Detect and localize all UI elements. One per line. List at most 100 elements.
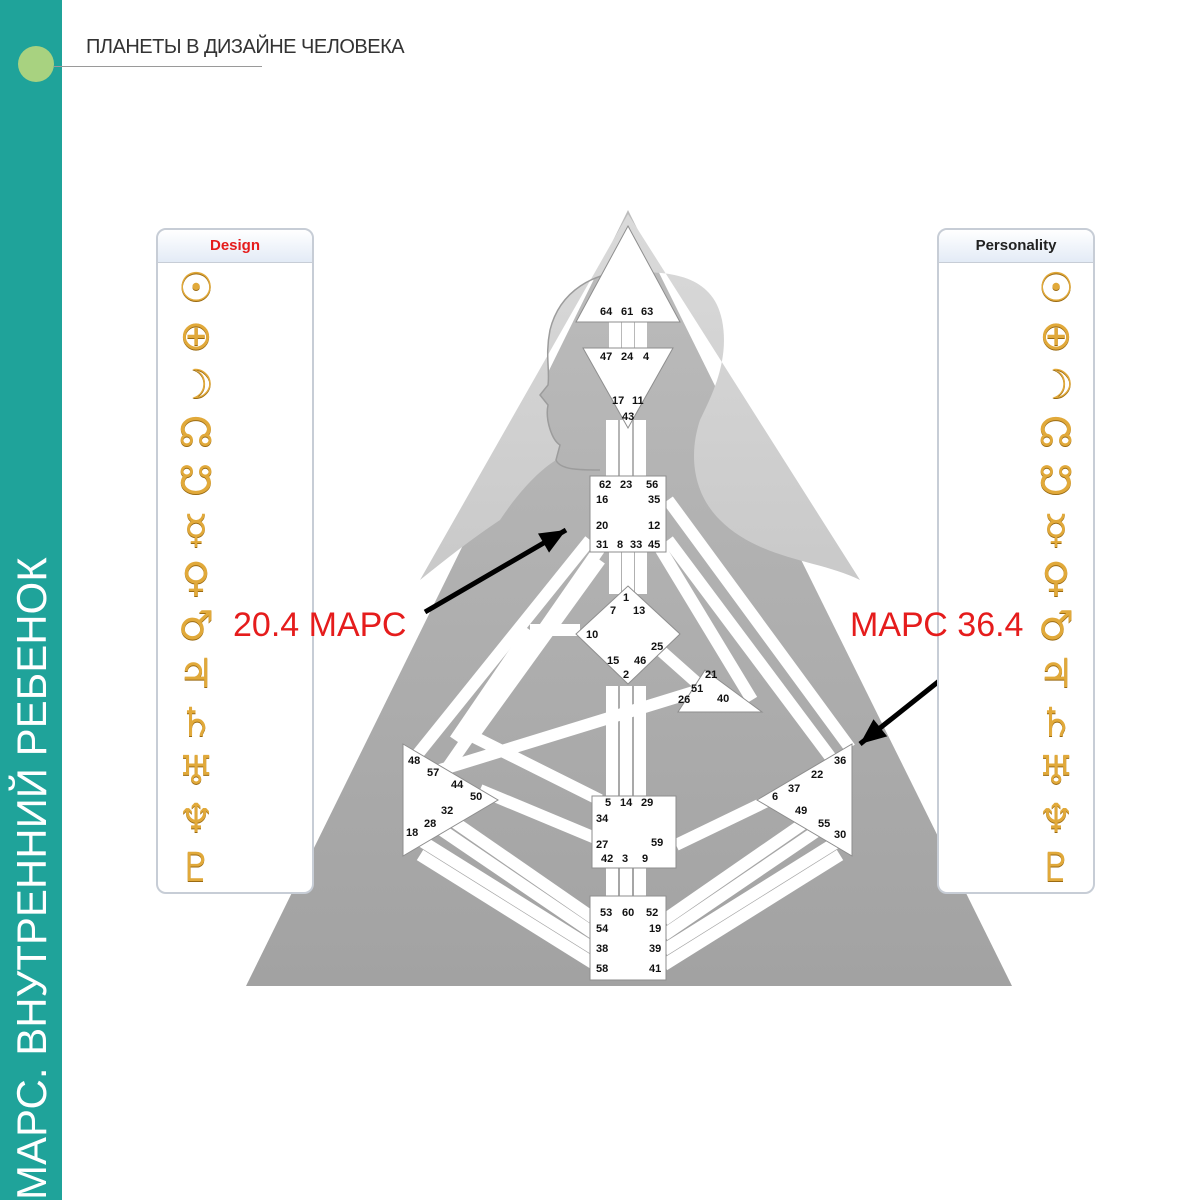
root-center <box>589 895 667 981</box>
design-panel-title: Design <box>158 230 312 263</box>
gate-solar-label: 36 <box>834 755 846 767</box>
solar-plexus-center <box>756 743 853 857</box>
gate-sacral-label: 34 <box>596 813 609 825</box>
personality-jupiter-icon: ♃ <box>1038 651 1074 698</box>
personality-south-node-icon: ☋ <box>1038 458 1074 505</box>
gate-ajna-label: 17 <box>612 395 624 407</box>
gate-sacral-label: 14 <box>620 797 633 809</box>
gate-root-label: 41 <box>649 963 661 975</box>
gate-root-label: 60 <box>622 907 634 919</box>
design-mercury-icon: ☿ <box>183 506 209 553</box>
gate-spleen-label: 28 <box>424 818 436 830</box>
title-underline <box>54 66 262 67</box>
design-jupiter-icon: ♃ <box>178 651 214 698</box>
heart-center <box>677 669 764 713</box>
design-venus-icon: ♀ <box>181 554 211 601</box>
personality-earth-icon: ⊕ <box>1039 313 1073 360</box>
head-center <box>575 224 681 323</box>
channel-spleen-root <box>436 807 600 925</box>
design-sun-icon: ☉ <box>178 265 214 311</box>
gate-throat-label: 35 <box>648 494 660 506</box>
channel-throat-solar <box>663 496 855 752</box>
gate-ajna-label: 24 <box>621 351 634 363</box>
gate-spleen-label: 18 <box>406 827 418 839</box>
gate-heart-label: 40 <box>717 693 729 705</box>
gate-head-label: 64 <box>600 306 613 318</box>
design-moon-icon: ☽ <box>178 361 214 408</box>
channel-spleen-sacral <box>457 724 603 806</box>
design-neptune-icon: ♆ <box>178 796 214 843</box>
gate-throat-label: 31 <box>596 539 608 551</box>
gate-solar-label: 30 <box>834 829 846 841</box>
gate-root-label: 39 <box>649 943 661 955</box>
design-pluto-icon: ♇ <box>178 844 214 891</box>
personality-moon-icon: ☽ <box>1038 361 1074 408</box>
gate-ajna-label: 4 <box>643 351 650 363</box>
channel-spleen-root <box>416 849 600 971</box>
left-mars-arrow-head <box>537 530 566 553</box>
channel-spleen-sacral <box>477 784 603 846</box>
personality-mars-icon: ♂ <box>1038 603 1074 650</box>
channel-throat-heart <box>654 544 758 704</box>
gate-ajna-label: 43 <box>622 411 634 423</box>
channel-solar-root <box>660 817 834 940</box>
design-saturn-icon: ♄ <box>178 699 214 746</box>
gate-sacral-label: 5 <box>605 797 611 809</box>
left-mars-arrow-shaft <box>423 527 568 615</box>
channels <box>408 322 855 971</box>
design-mars-icon: ♂ <box>178 603 214 650</box>
gate-solar-label: 55 <box>818 818 830 830</box>
personality-pluto-icon: ♇ <box>1038 844 1074 891</box>
personality-mercury-icon: ☿ <box>1043 506 1069 553</box>
spleen-center <box>402 743 499 857</box>
personality-saturn-icon: ♄ <box>1038 699 1074 746</box>
gate-ajna-label: 47 <box>600 351 612 363</box>
personality-venus-icon: ♀ <box>1041 554 1071 601</box>
channel-throat-spleen <box>408 536 595 764</box>
ajna-center <box>582 347 674 430</box>
gate-sacral-label: 59 <box>651 837 663 849</box>
gate-g-label: 46 <box>634 655 646 667</box>
gate-root-label: 54 <box>596 923 609 935</box>
channel-spleen-heart <box>438 684 702 776</box>
gate-throat-label: 8 <box>617 539 623 551</box>
gate-throat-label: 12 <box>648 520 660 532</box>
gate-root-label: 58 <box>596 963 608 975</box>
gate-g-label: 10 <box>586 629 598 641</box>
gate-root-label: 38 <box>596 943 608 955</box>
gate-g-label: 13 <box>633 605 645 617</box>
gate-spleen-label: 50 <box>470 791 482 803</box>
centers <box>402 224 853 981</box>
head-outline <box>539 271 629 471</box>
head-silhouette <box>420 214 860 580</box>
gate-spleen-label: 48 <box>408 755 420 767</box>
gate-sacral-label: 27 <box>596 839 608 851</box>
gate-spleen-label: 32 <box>441 805 453 817</box>
accent-sidebar: МАРС. ВНУТРЕННИЙ РЕБЕНОК <box>0 0 62 1200</box>
channel-solar-root <box>660 807 824 925</box>
personality-panel: Personality <box>937 228 1095 894</box>
gate-solar-label: 6 <box>772 791 778 803</box>
page-title: ПЛАНЕТЫ В ДИЗАЙНЕ ЧЕЛОВЕКА <box>86 36 405 58</box>
design-uranus-icon: ♅ <box>178 748 214 794</box>
right-mars-arrow-head <box>860 719 888 744</box>
channel-spleen-root <box>426 817 600 940</box>
design-panel: Design <box>156 228 314 894</box>
gate-root-label: 53 <box>600 907 612 919</box>
personality-sun-icon: ☉ <box>1038 265 1074 311</box>
channel-throat-solar <box>663 536 845 774</box>
gate-root-label: 52 <box>646 907 658 919</box>
gate-g-label: 15 <box>607 655 619 667</box>
gate-sacral-label: 29 <box>641 797 653 809</box>
sacral-center <box>591 795 677 869</box>
design-north-node-icon: ☊ <box>178 409 214 456</box>
personality-uranus-icon: ♅ <box>1038 748 1074 794</box>
gate-throat-label: 23 <box>620 479 632 491</box>
throat-center <box>589 475 667 553</box>
gate-heart-label: 21 <box>705 669 717 681</box>
gate-sacral-label: 3 <box>622 853 628 865</box>
channel-throat-spleen <box>465 556 605 744</box>
gate-throat-label: 45 <box>648 539 660 551</box>
gate-throat-label: 56 <box>646 479 658 491</box>
